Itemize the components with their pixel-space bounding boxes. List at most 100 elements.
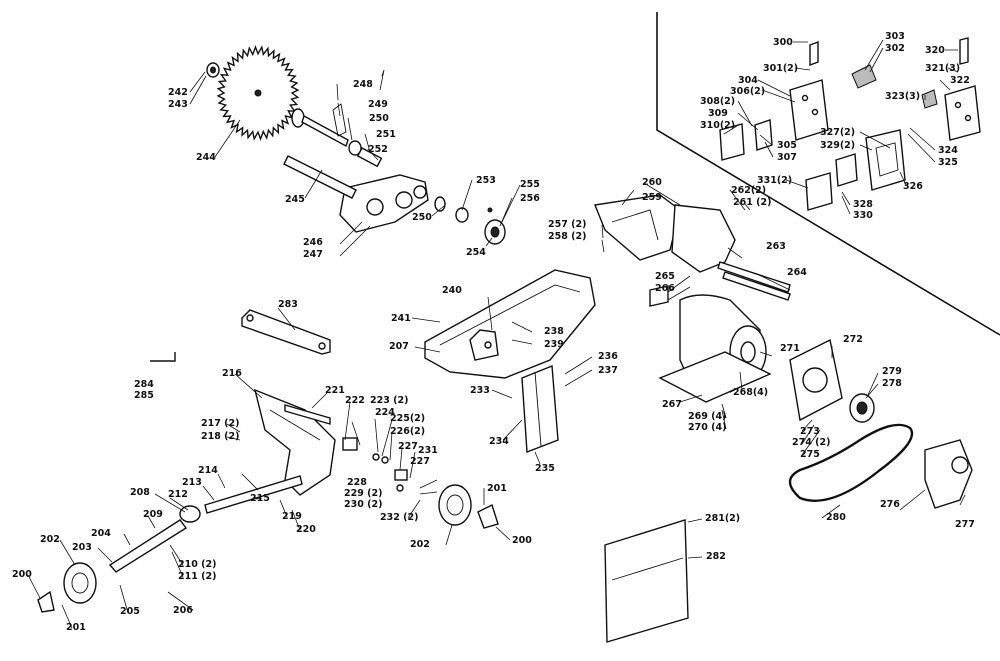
callout-label: 327(2) [820,127,856,138]
callout-label: 212 [168,489,188,500]
callout-label: 200 [12,569,32,580]
callout-label: 258 (2) [548,231,587,242]
callout-label: 254 [466,247,486,258]
callout-label: 285 [134,390,154,401]
callout-label: 214 [198,465,218,476]
callout-label: 300 [773,37,793,48]
callout-label: 260 [642,177,662,188]
arbor-bracket [283,155,429,233]
switch-modules [719,119,906,211]
callout-label: 246 [303,237,323,248]
shaft-264 [722,271,791,301]
callout-label: 215 [250,493,270,504]
callout-label: 227 [398,441,418,452]
callout-label: 206 [173,605,193,616]
callout-label: 281(2) [705,513,741,524]
callout-label: 219 [282,511,302,522]
callout-label: 201 [487,483,507,494]
callout-label: 200 [512,535,532,546]
callout-label: 204 [91,528,111,539]
leader-lines [27,39,966,629]
callout-label: 331(2) [757,175,793,186]
callout-label: 208 [130,487,150,498]
callout-label: 323(3) [885,91,921,102]
handwheel-left [37,562,97,613]
motor-pulley [849,393,875,423]
right-trunnion [594,194,791,293]
callout-label: 272 [843,334,863,345]
callout-label: 248 [353,79,373,90]
callout-label: 256 [520,193,540,204]
callout-label: 227 [410,456,430,467]
callout-label: 210 (2) [178,559,217,570]
callout-label: 255 [520,179,540,190]
callout-label: 203 [72,542,92,553]
callout-label: 328 [853,199,873,210]
callout-label: 264 [787,267,807,278]
callout-label: 216 [222,368,242,379]
handwheel-right [438,484,499,529]
callout-label: 259 [642,192,662,203]
small-fittings [342,437,408,492]
callout-label: 251 [376,129,396,140]
callout-label: 205 [120,606,140,617]
callout-label: 211 (2) [178,571,217,582]
arbor-shaft [291,103,383,168]
callout-label: 269 (4) [688,411,727,422]
switch-box-right [921,37,981,141]
saw-blade [216,45,300,141]
callout-label: 262(2) [731,185,767,196]
callout-label: 245 [285,194,305,205]
callout-label: 229 (2) [344,488,383,499]
callout-label: 304 [738,75,758,86]
callout-label: 247 [303,249,323,260]
callout-label: 236 [598,351,618,362]
callout-label: 252 [368,144,388,155]
callout-label: 277 [955,519,975,530]
callout-label: 221 [325,385,345,396]
callout-label: 237 [598,365,618,376]
callout-label: 330 [853,210,873,221]
callout-label: 257 (2) [548,219,587,230]
callout-label: 326 [903,181,923,192]
callout-label: 220 [296,524,316,535]
callout-label: 249 [368,99,388,110]
callout-label: 238 [544,326,564,337]
belt-guard-plate [789,338,843,422]
callout-label: 329(2) [820,140,856,151]
callout-label: 310(2) [700,120,736,131]
callout-label: 263 [766,241,786,252]
callout-label: 242 [168,87,188,98]
callout-label: 241 [391,313,411,324]
switch-box-left [789,40,877,141]
callout-label: 302 [885,43,905,54]
callout-label: 213 [182,477,202,488]
callout-label: 305 [777,140,797,151]
callout-label: 202 [40,534,60,545]
callout-label: 218 (2) [201,431,240,442]
cover-plate [604,519,689,643]
callout-label: 230 (2) [344,499,383,510]
callout-label: 232 (2) [380,512,419,523]
callout-label: 273 [800,426,820,437]
callout-label: 201 [66,622,86,633]
callout-label: 276 [880,499,900,510]
tilt-screw-assembly [108,475,303,573]
callout-label: 207 [389,341,409,352]
callout-label: 307 [777,152,797,163]
motor-assembly [658,294,772,403]
callout-label: 226(2) [390,426,426,437]
callout-label: 267 [662,399,682,410]
callout-label: 325 [938,157,958,168]
belt-guard [924,439,973,509]
callout-label: 301(2) [763,63,799,74]
electrical-inset-border [656,12,1000,336]
bracket-265 [649,285,669,307]
trunnion-base [424,269,596,379]
callout-label: 250 [412,212,432,223]
callout-label: 322 [950,75,970,86]
callout-label: 308(2) [700,96,736,107]
callout-label: 280 [826,512,846,523]
callout-label: 271 [780,343,800,354]
callout-label: 223 (2) [370,395,409,406]
